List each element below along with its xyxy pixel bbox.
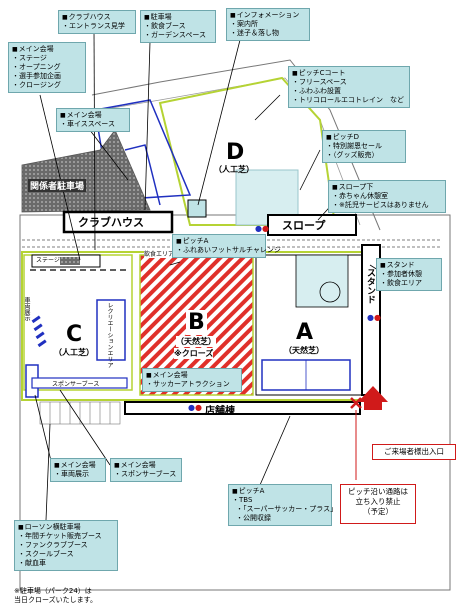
pitch-a-turf: （天然芝）	[284, 346, 324, 355]
staff-parking-label: 関係者駐車場	[28, 179, 87, 192]
svg-text:●: ●	[262, 224, 269, 233]
svg-text:●: ●	[374, 313, 381, 322]
callout-main-wheelchair: メイン会場 車イススペース	[56, 108, 130, 132]
no-entry-mark	[350, 397, 362, 409]
entrance-label: ご来場者様出入口	[372, 444, 456, 460]
svg-text:●: ●	[188, 403, 195, 412]
pitch-b-closed: ※クローズ	[174, 348, 214, 359]
food-area-label: 飲食エリア	[144, 249, 175, 258]
recreation-box	[96, 299, 126, 361]
toilet-icon-1: ●●	[255, 224, 269, 233]
callout-main-attraction: メイン会場 サッカーアトラクション	[142, 368, 242, 392]
stage-block	[60, 257, 80, 265]
blue-route-2	[124, 144, 161, 206]
callout-parking-food: 駐車場 飲食ブース ガーデンスペース	[140, 10, 216, 43]
pitch-a-goal-top	[295, 254, 349, 308]
no-entry-note: ピッチ沿い通路は 立ち入り禁止 （予定）	[340, 484, 416, 524]
info-booth	[187, 199, 207, 218]
svg-text:●: ●	[255, 224, 262, 233]
callout-main-sponsor: メイン会場 スポンサーブース	[110, 458, 182, 482]
callout-pitch-c-court: ピッチCコート フリースペース ふわふわ設置 トリコロールエコトレイン など	[288, 66, 410, 108]
sponsor-booth-label: スポンサーブース	[52, 381, 100, 388]
pitch-b-letter: B	[186, 310, 207, 335]
shop-building	[124, 401, 361, 415]
callout-main-vehicle: メイン会場 車両展示	[50, 458, 106, 482]
pitch-d-boundary	[158, 76, 337, 226]
callout-main-stage: メイン会場 ステージ オープニング 選手参加企画 クロージング	[8, 42, 86, 93]
callout-pitch-a-tbs: ピッチA TBS 「スーパーサッカー・プラス」 公開収録	[228, 484, 337, 526]
slope-building	[267, 214, 357, 236]
pitch-c-turf: （人工芝）	[54, 348, 94, 357]
callout-pitch-d: ピッチD 特別謝恩セール （グッズ販売）	[322, 130, 406, 163]
clubhouse-label: クラブハウス	[78, 216, 144, 229]
pitch-a-letter: A	[296, 320, 314, 345]
lawson-parking-spaces	[39, 401, 121, 425]
svg-text:●: ●	[367, 313, 374, 322]
staff-parking-area	[21, 129, 151, 213]
callout-slope-under: スロープ下 赤ちゃん休憩室 ※託児サービスはありません	[328, 180, 446, 213]
callout-clubhouse: クラブハウス エントランス見学	[58, 10, 136, 34]
vehicle-display-label: 車両展示	[23, 297, 30, 321]
pitch-c-vehicles	[31, 315, 47, 348]
callout-information: インフォメーション 案内所 迷子＆落し物	[226, 8, 310, 41]
stage-label: ステージ	[36, 257, 60, 264]
recreation-label: レクリエーションエリア	[106, 302, 113, 368]
parking-closed-note: ※駐車場（パーク24）は 当日クローズいたします。	[14, 587, 97, 604]
pitch-b-turf: （天然芝）	[176, 336, 216, 347]
pitch-c-letter: C	[66, 322, 83, 347]
callout-stand: スタンド 参加者休憩 飲食エリア	[376, 258, 442, 291]
svg-text:●: ●	[195, 403, 202, 412]
pitch-d-turf: （人工芝）	[214, 165, 254, 174]
entrance-arrow	[358, 386, 388, 410]
shop-label: 店舗棟	[205, 406, 235, 417]
callout-pitch-a-futsal: ピッチA ふれあいフットサルチャレンジ	[172, 234, 281, 258]
callout-lawson-parking: ローソン横駐車場 年間チケット販売ブース ファンクラブブース スクールブース 献…	[14, 520, 118, 571]
stand-label: スタンド	[365, 268, 375, 304]
pitch-d-letter: D	[226, 140, 245, 165]
toilet-icon-3: ●●	[367, 313, 381, 322]
clubhouse-building	[62, 210, 174, 234]
slope-label: スロープ	[282, 219, 326, 232]
toilet-icon-2: ●●	[188, 403, 202, 412]
sponsor-box	[31, 377, 128, 389]
